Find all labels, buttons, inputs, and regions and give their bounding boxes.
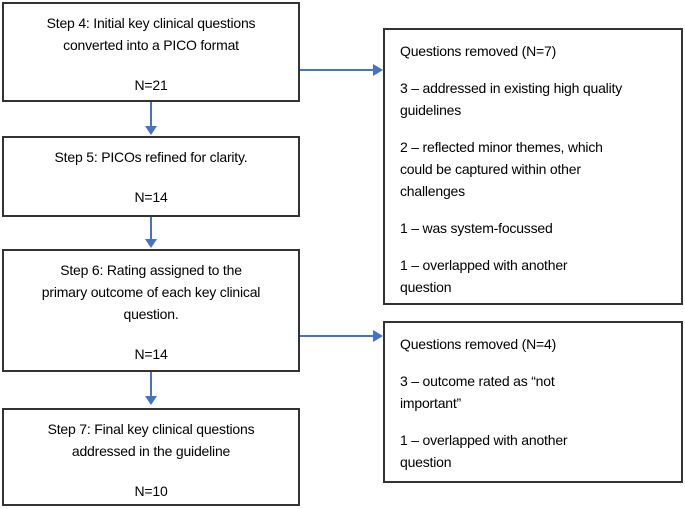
step7-count: N=10 bbox=[134, 483, 168, 499]
arrow-step6-to-removed4-head-icon bbox=[373, 330, 383, 342]
step4-box: Step 4: Initial key clinical questions c… bbox=[2, 2, 300, 102]
questions-removed-7-header: Questions removed (N=7) bbox=[400, 43, 557, 59]
removed-item: 1 – was system-focussed bbox=[400, 220, 553, 236]
step4-title: Step 4: Initial key clinical questions c… bbox=[46, 15, 256, 53]
arrow-step5-to-step6-line bbox=[150, 217, 152, 240]
step5-box: Step 5: PICOs refined for clarity. N=14 bbox=[2, 136, 300, 217]
questions-removed-4-header: Questions removed (N=4) bbox=[400, 336, 557, 352]
removed-item: 3 – outcome rated as “not important” bbox=[400, 373, 555, 411]
arrow-step6-to-removed4-line bbox=[300, 335, 374, 337]
questions-removed-7-box: Questions removed (N=7) 3 – addressed in… bbox=[383, 28, 683, 305]
arrow-step4-to-step5-line bbox=[150, 102, 152, 127]
arrow-step4-to-removed7-head-icon bbox=[373, 64, 383, 76]
step5-count: N=14 bbox=[134, 189, 168, 205]
step7-box: Step 7: Final key clinical questions add… bbox=[2, 408, 300, 506]
step6-box: Step 6: Rating assigned to the primary o… bbox=[2, 249, 300, 372]
step6-count: N=14 bbox=[134, 346, 168, 362]
arrow-step4-to-step5-head-icon bbox=[145, 126, 157, 135]
arrow-step6-to-step7-line bbox=[150, 372, 152, 397]
arrow-step4-to-removed7-line bbox=[300, 69, 374, 71]
questions-removed-4-box: Questions removed (N=4) 3 – outcome rate… bbox=[383, 321, 683, 483]
step7-title: Step 7: Final key clinical questions add… bbox=[47, 421, 255, 459]
step5-title: Step 5: PICOs refined for clarity. bbox=[54, 149, 248, 165]
step6-title: Step 6: Rating assigned to the primary o… bbox=[41, 262, 261, 322]
removed-item: 2 – reflected minor themes, which could … bbox=[400, 139, 603, 199]
step4-count: N=21 bbox=[134, 77, 168, 93]
removed-item: 1 – overlapped with another question bbox=[400, 257, 568, 295]
arrow-step6-to-step7-head-icon bbox=[145, 396, 157, 405]
removed-item: 1 – overlapped with another question bbox=[400, 432, 568, 470]
arrow-step5-to-step6-head-icon bbox=[145, 239, 157, 248]
removed-item: 3 – addressed in existing high quality g… bbox=[400, 80, 622, 118]
